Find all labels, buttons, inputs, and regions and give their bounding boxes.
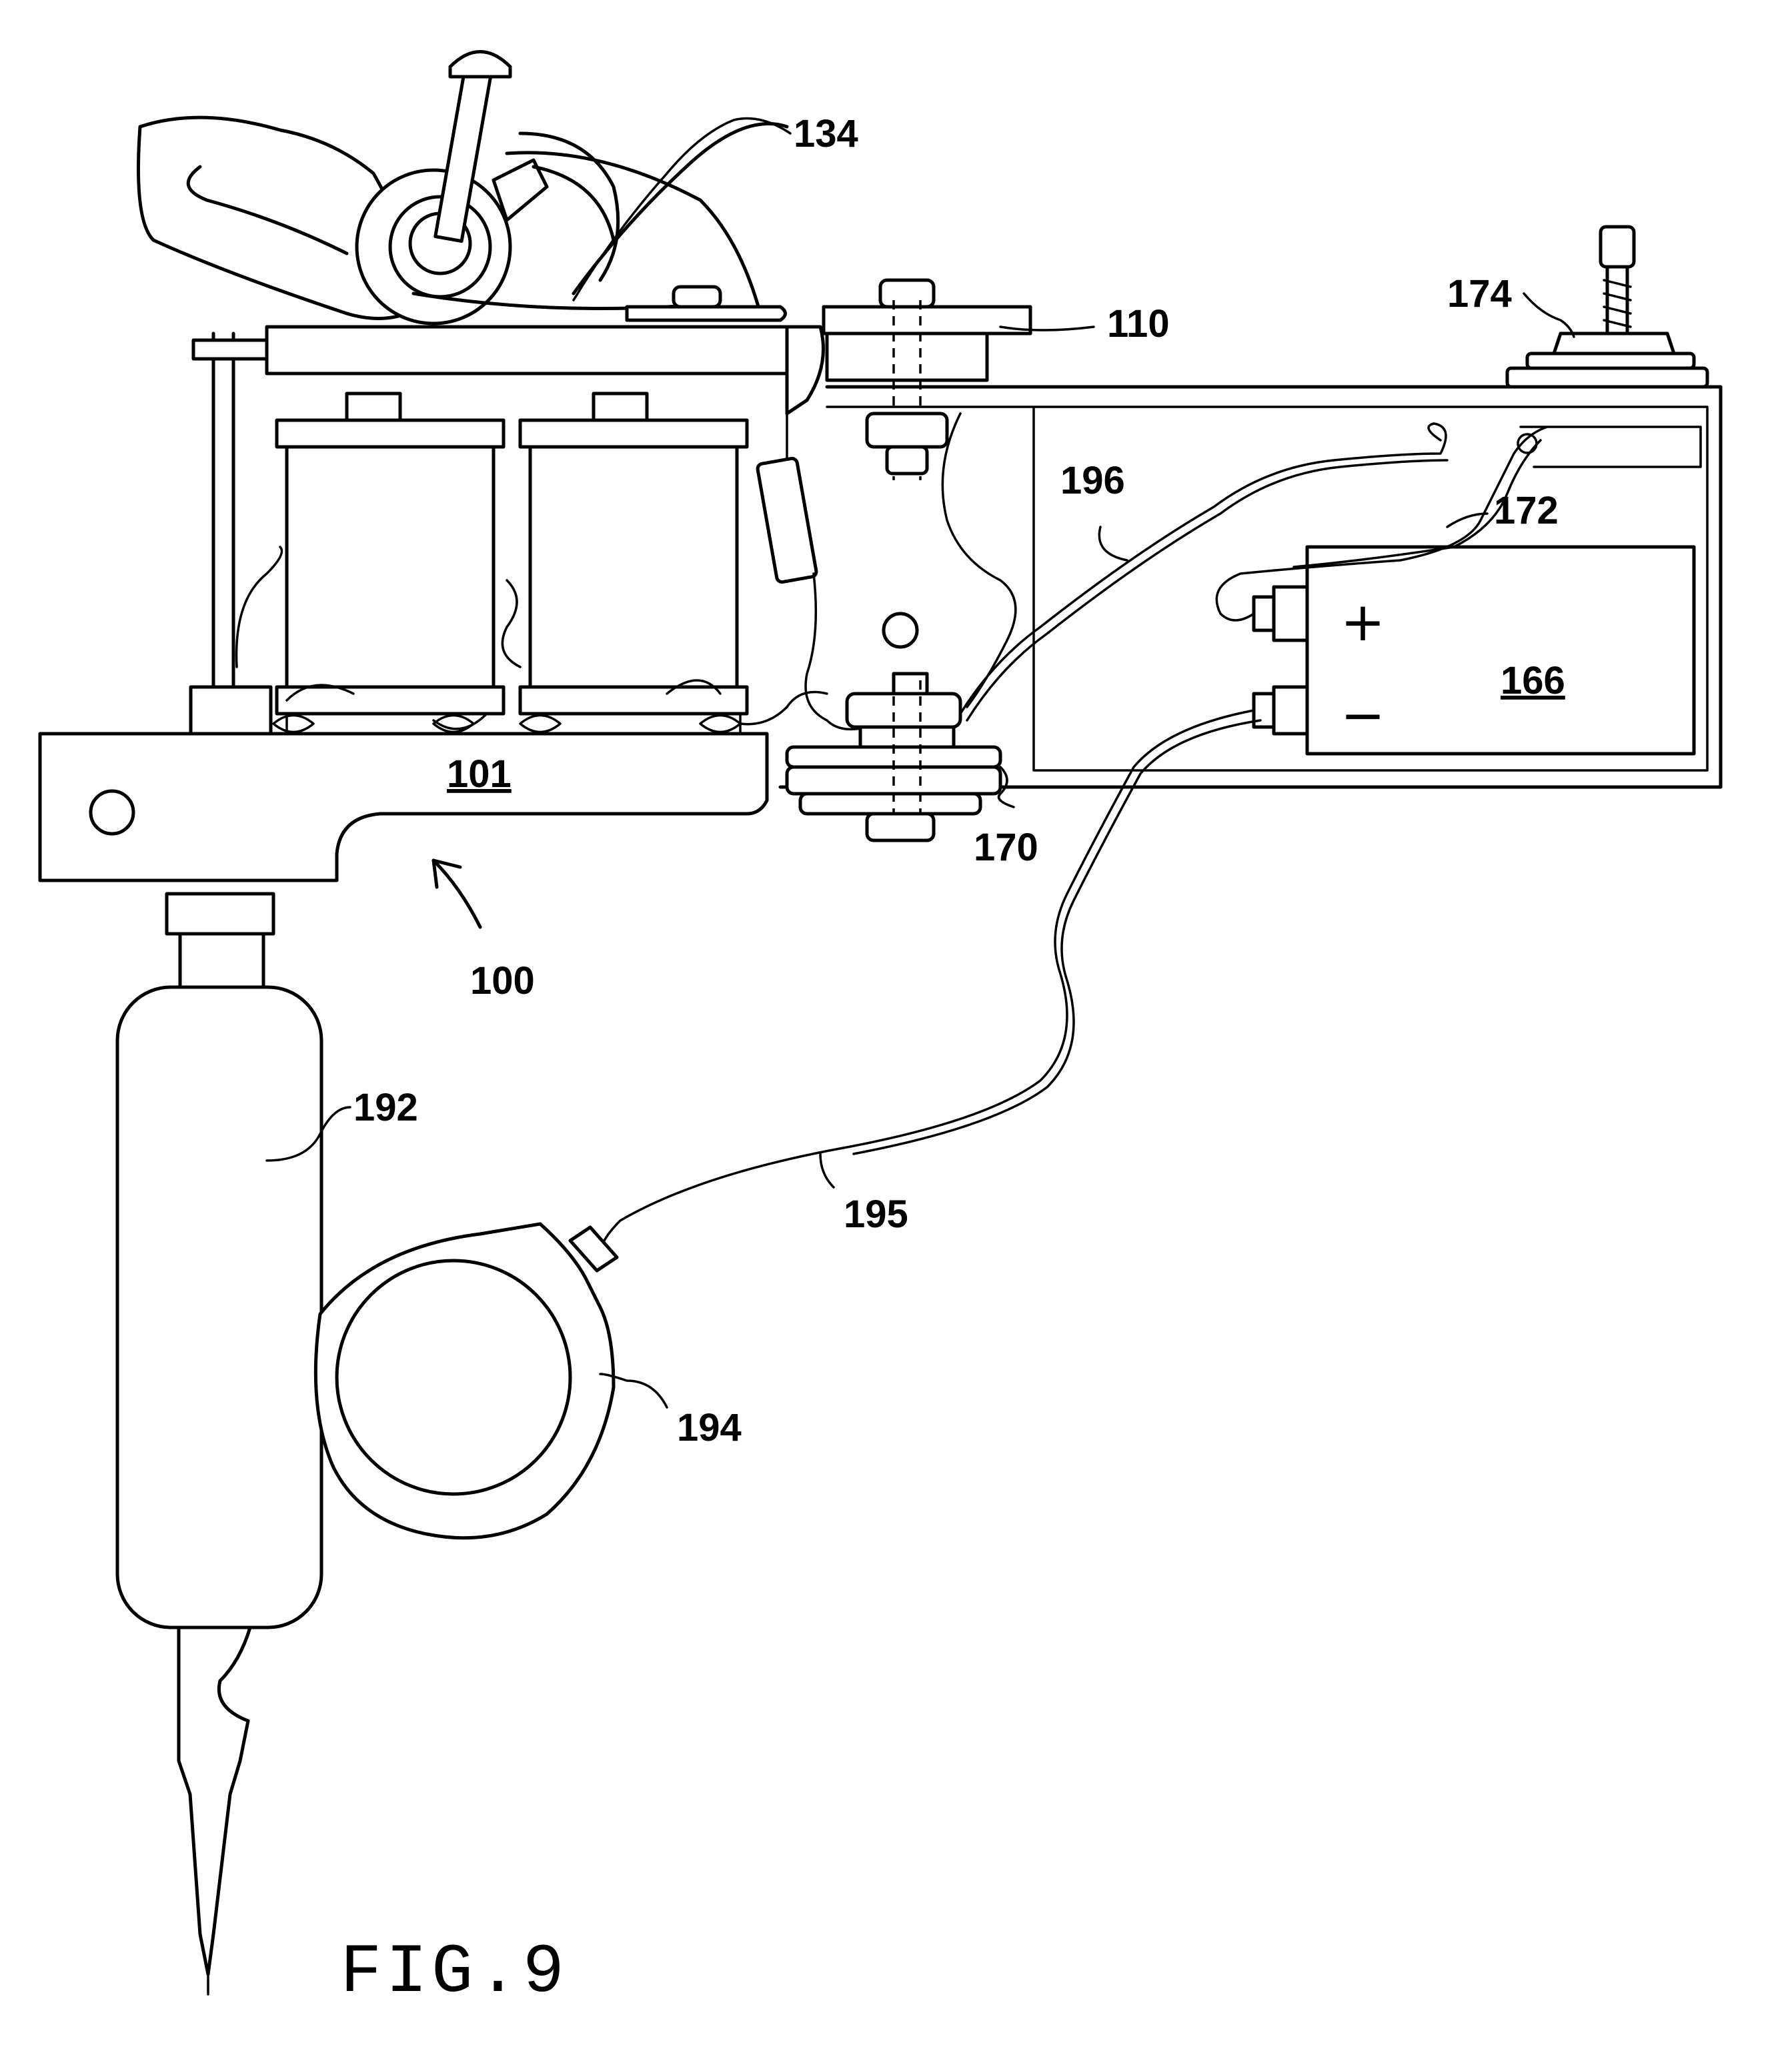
ring-switch-194 (313, 1222, 619, 1540)
frame-101 (38, 732, 769, 882)
label-174: 174 (1447, 272, 1512, 315)
wire-195 (599, 709, 1262, 1255)
leader-lines (265, 117, 1575, 1409)
battery-166: + − (1252, 545, 1696, 756)
coil-left (275, 392, 506, 730)
label-101: 101 (447, 752, 512, 796)
coil-terminals (272, 712, 742, 735)
wire-196 (959, 422, 1449, 722)
battery-minus-sign: − (1340, 684, 1385, 746)
label-100: 100 (470, 959, 535, 1002)
capacitor (739, 372, 868, 731)
label-166: 166 (1501, 659, 1565, 702)
wire-172 (1215, 426, 1549, 622)
label-110: 110 (1107, 302, 1170, 346)
battery-plus-sign: + (1340, 591, 1385, 653)
switch-174 (1505, 225, 1709, 389)
label-194: 194 (677, 1406, 742, 1449)
figure-caption: FIG.9 (340, 1934, 568, 2012)
grip-tube (115, 892, 323, 1629)
binding-post (189, 331, 283, 736)
lower-screw-170 (785, 612, 1002, 842)
label-195: 195 (844, 1193, 908, 1236)
reference-labels: 134 110 174 196 172 166 101 170 100 192 … (353, 112, 1565, 1449)
armature-bar (191, 325, 825, 416)
head-assembly-134 (137, 50, 789, 325)
label-196: 196 (1060, 459, 1125, 502)
battery-housing (778, 385, 1723, 789)
needle-tip (177, 1625, 252, 1996)
label-134: 134 (794, 112, 858, 155)
label-172: 172 (1494, 489, 1559, 532)
coil-right (501, 392, 749, 716)
spring-post-110 (822, 278, 1032, 480)
label-170: 170 (974, 826, 1038, 869)
label-192: 192 (353, 1086, 418, 1129)
